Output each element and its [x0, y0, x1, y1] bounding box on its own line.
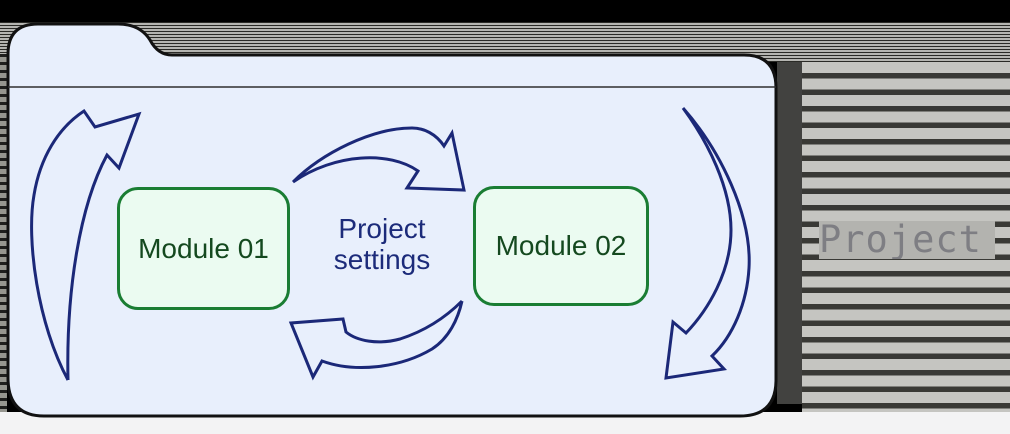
- folder-name-label: Project: [819, 221, 995, 259]
- arrow-module01-to-module02: [291, 126, 466, 192]
- left-tick-strip: [0, 54, 7, 414]
- arrow-left-up: [30, 108, 142, 381]
- arrow-right-down: [664, 107, 751, 380]
- folder-shape: [6, 22, 778, 418]
- folder-shadow-strip: [777, 62, 802, 404]
- module-02-label: Module 02: [495, 230, 627, 261]
- module-02-box: Module 02: [473, 186, 649, 306]
- module-01-label: Module 01: [138, 232, 269, 264]
- arrow-module02-to-module01: [288, 299, 464, 381]
- module-01-box: Module 01: [117, 187, 290, 310]
- project-settings-label: Project settings: [333, 213, 431, 275]
